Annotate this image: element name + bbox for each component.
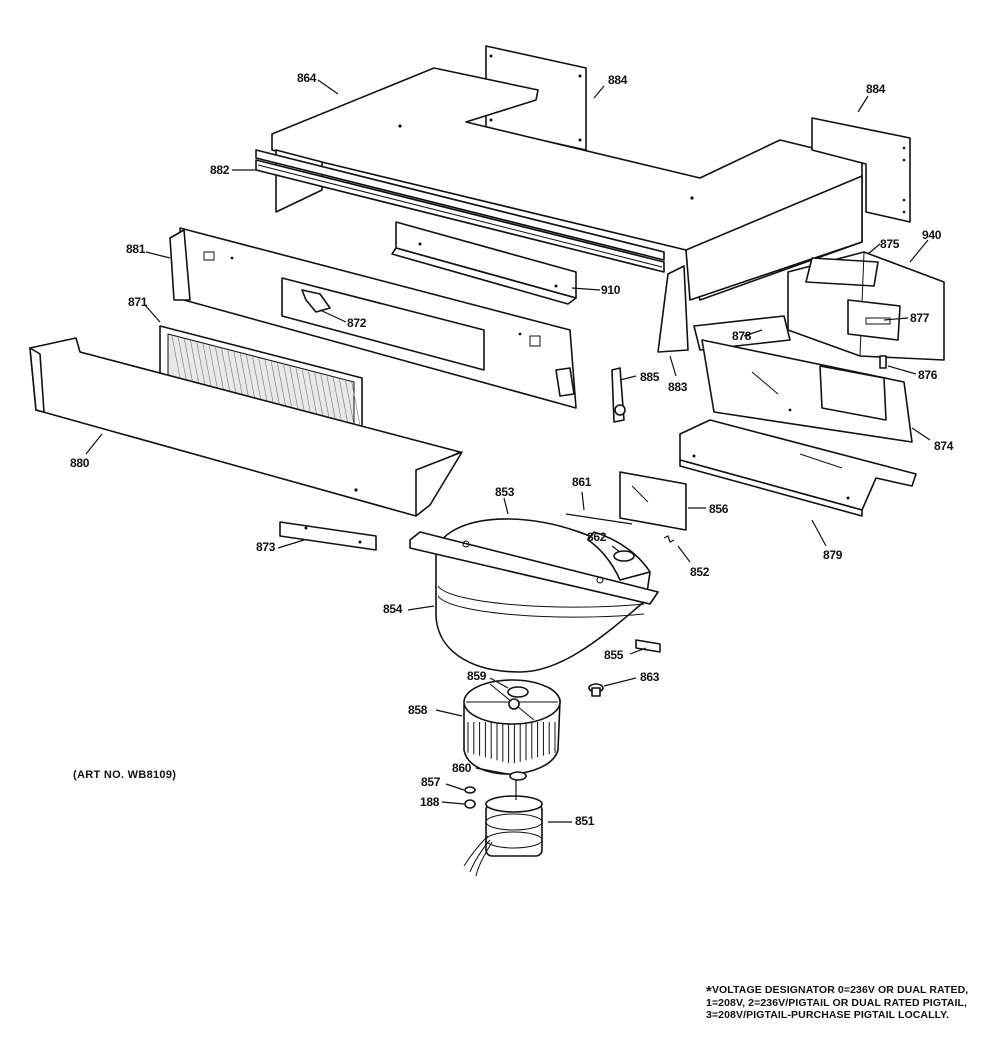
callout-880: 880: [70, 456, 90, 470]
callout-876: 876: [918, 368, 938, 382]
callout-875: 875: [880, 237, 900, 251]
part-851-motor: [463, 780, 543, 877]
wheel-fins: [467, 722, 556, 764]
part-863-nut: [588, 683, 604, 697]
callout-884-side: 884: [866, 82, 886, 96]
callout-872: 872: [347, 316, 367, 330]
part-864-housing: [271, 67, 863, 301]
part-885-clip: [611, 367, 626, 423]
callout-853: 853: [495, 485, 515, 499]
callout-852: 852: [690, 565, 710, 579]
filter-mesh: [171, 335, 361, 425]
callout-879: 879: [823, 548, 843, 562]
part-874-panel: [701, 339, 913, 443]
callout-883: 883: [668, 380, 688, 394]
callout-854: 854: [383, 602, 403, 616]
part-883-bracket: [657, 265, 689, 353]
part-852-spring: [663, 535, 675, 543]
part-859-hub: [507, 686, 529, 698]
part-856-board: [619, 471, 687, 531]
callout-884-rear: 884: [608, 73, 628, 87]
callout-860: 860: [452, 761, 472, 775]
part-879-tray: [679, 419, 917, 517]
part-860-washer: [509, 771, 527, 781]
part-884-side-panel: [811, 117, 911, 223]
part-940-box: [787, 251, 945, 361]
callout-856: 856: [709, 502, 729, 516]
note-line-1: VOLTAGE DESIGNATOR 0=236V OR DUAL RATED,: [711, 984, 969, 996]
callout-862: 862: [587, 530, 607, 544]
callout-855: 855: [604, 648, 624, 662]
part-861-rod: [565, 513, 633, 525]
part-853-mounting-bar: [409, 531, 659, 605]
callout-851: 851: [575, 814, 595, 828]
part-910-bracket: [391, 221, 577, 305]
part-857-washer: [464, 786, 476, 794]
art-number: (ART NO. WB8109): [73, 769, 177, 781]
part-188-nut: [464, 799, 476, 809]
callout-882: 882: [210, 163, 230, 177]
part-873-bracket: [279, 521, 377, 551]
callout-863: 863: [640, 670, 660, 684]
note-line-2: 1=208V, 2=236V/PIGTAIL OR DUAL RATED PIG…: [706, 996, 968, 1009]
callout-873: 873: [256, 540, 276, 554]
note-line-3: 3=208V/PIGTAIL-PURCHASE PIGTAIL LOCALLY.: [706, 1009, 950, 1021]
part-878-panel: [693, 315, 791, 351]
leader-lines: [85, 79, 931, 823]
callout-188: 188: [420, 795, 440, 809]
callout-940: 940: [922, 228, 942, 242]
note-asterisk: *: [706, 983, 712, 1000]
callout-881: 881: [126, 242, 146, 256]
callout-871: 871: [128, 295, 148, 309]
callout-885: 885: [640, 370, 660, 384]
callout-874: 874: [934, 439, 954, 453]
voltage-note: *VOLTAGE DESIGNATOR 0=236V OR DUAL RATED…: [706, 983, 968, 1022]
callout-910: 910: [601, 283, 621, 297]
callout-864: 864: [297, 71, 317, 85]
part-876-screw: [879, 355, 887, 369]
callout-877: 877: [910, 311, 930, 325]
part-862-grommet: [613, 550, 635, 562]
callout-858: 858: [408, 703, 428, 717]
callout-878: 878: [732, 329, 752, 343]
callout-859: 859: [467, 669, 487, 683]
part-881-back-panel: [169, 227, 577, 409]
part-880-front-panel: [29, 337, 463, 517]
part-882-front-rail: [255, 149, 665, 273]
callout-857: 857: [421, 775, 441, 789]
callout-861: 861: [572, 475, 592, 489]
